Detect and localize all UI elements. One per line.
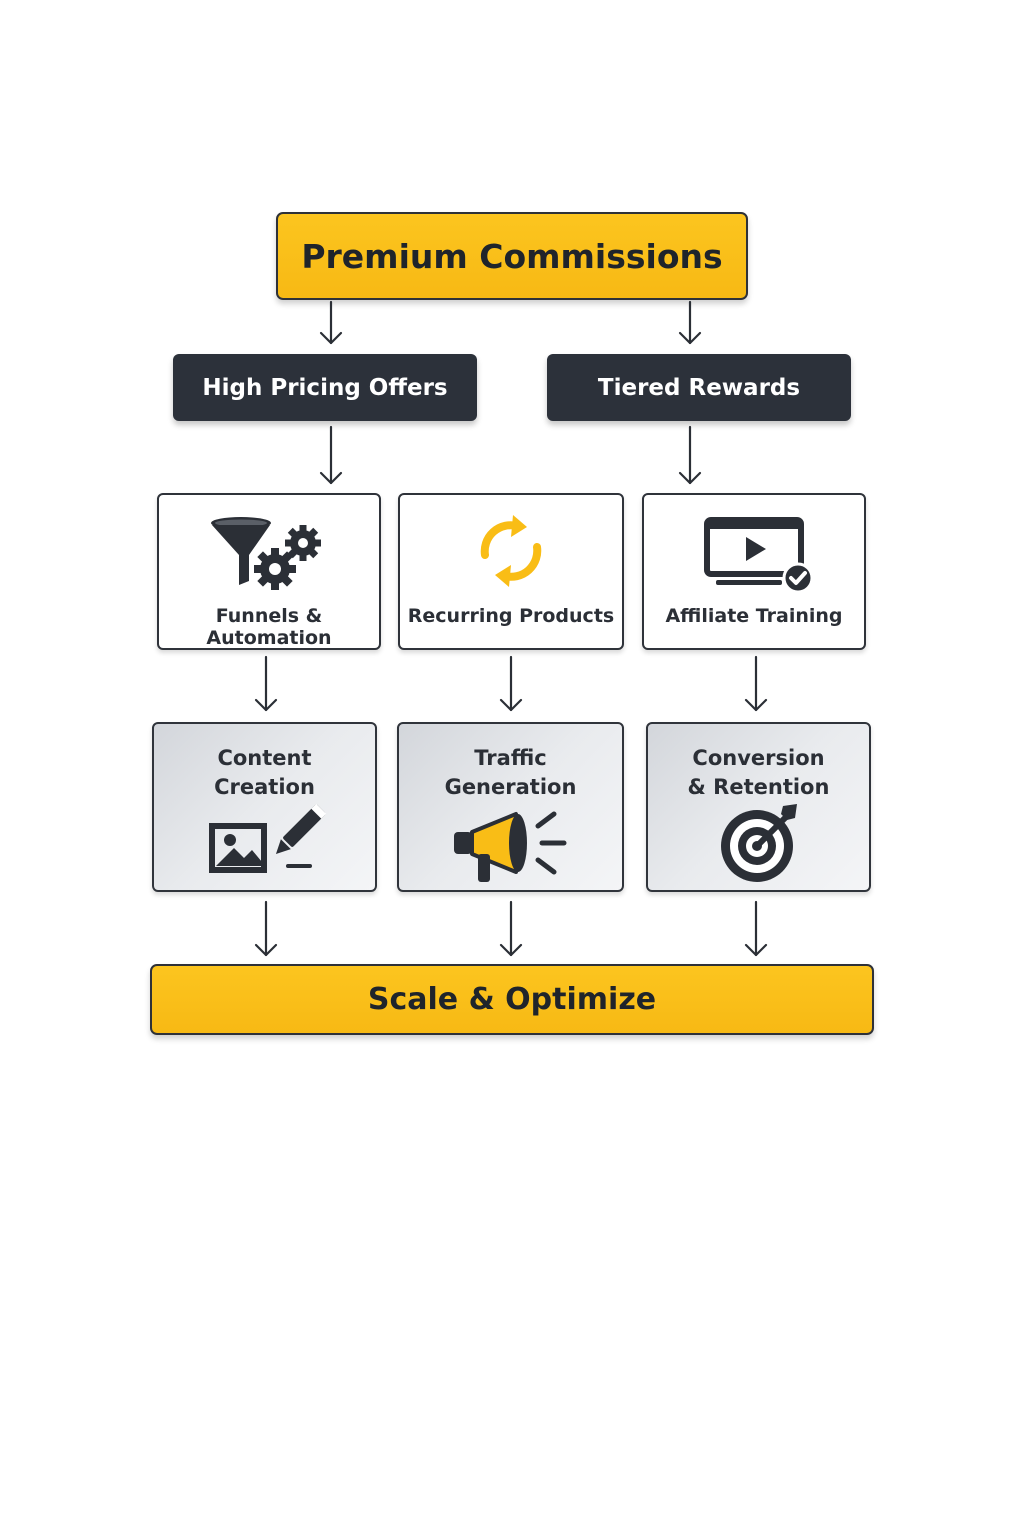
recurring-arrows-icon: [400, 511, 622, 591]
arrow-l3-1: [254, 655, 278, 712]
megaphone-icon: [399, 800, 622, 884]
arrow-l4-1: [254, 900, 278, 957]
premium-commissions-label: Premium Commissions: [301, 236, 723, 276]
conversion-retention-line2: & Retention: [687, 775, 830, 799]
premium-commissions-box: Premium Commissions: [276, 212, 748, 300]
arrow-l2-right: [678, 425, 702, 485]
tiered-rewards-label: Tiered Rewards: [597, 374, 801, 401]
video-check-icon: [644, 511, 864, 591]
arrow-l3-2: [499, 655, 523, 712]
high-pricing-offers-box: High Pricing Offers: [173, 354, 477, 421]
traffic-generation-line2: Generation: [444, 775, 577, 799]
tiered-rewards-box: Tiered Rewards: [547, 354, 851, 421]
traffic-generation-line1: Traffic: [474, 746, 547, 770]
image-pencil-icon: [154, 800, 375, 884]
arrow-l3-3: [744, 655, 768, 712]
conversion-retention-line1: Conversion: [692, 746, 825, 770]
recurring-products-label: Recurring Products: [407, 605, 615, 627]
conversion-retention-card: Conversion & Retention: [646, 722, 871, 892]
funnels-automation-card: Funnels & Automation: [157, 493, 381, 650]
affiliate-training-label: Affiliate Training: [665, 605, 843, 627]
scale-optimize-label: Scale & Optimize: [367, 982, 657, 1017]
arrow-l2-left: [319, 425, 343, 485]
target-icon: [648, 800, 869, 884]
affiliate-training-card: Affiliate Training: [642, 493, 866, 650]
arrow-top-left: [319, 300, 343, 345]
traffic-generation-card: Traffic Generation: [397, 722, 624, 892]
funnels-automation-label: Funnels & Automation: [206, 605, 332, 649]
recurring-products-card: Recurring Products: [398, 493, 624, 650]
traffic-generation-label: Traffic Generation: [399, 744, 622, 802]
content-creation-line1: Content: [217, 746, 312, 770]
content-creation-label: Content Creation: [154, 744, 375, 802]
content-creation-card: Content Creation: [152, 722, 377, 892]
scale-optimize-box: Scale & Optimize: [150, 964, 874, 1035]
funnel-gears-icon: [159, 511, 379, 591]
conversion-retention-label: Conversion & Retention: [648, 744, 869, 802]
high-pricing-offers-label: High Pricing Offers: [202, 374, 448, 401]
arrow-l4-3: [744, 900, 768, 957]
arrow-top-right: [678, 300, 702, 345]
content-creation-line2: Creation: [214, 775, 315, 799]
arrow-l4-2: [499, 900, 523, 957]
